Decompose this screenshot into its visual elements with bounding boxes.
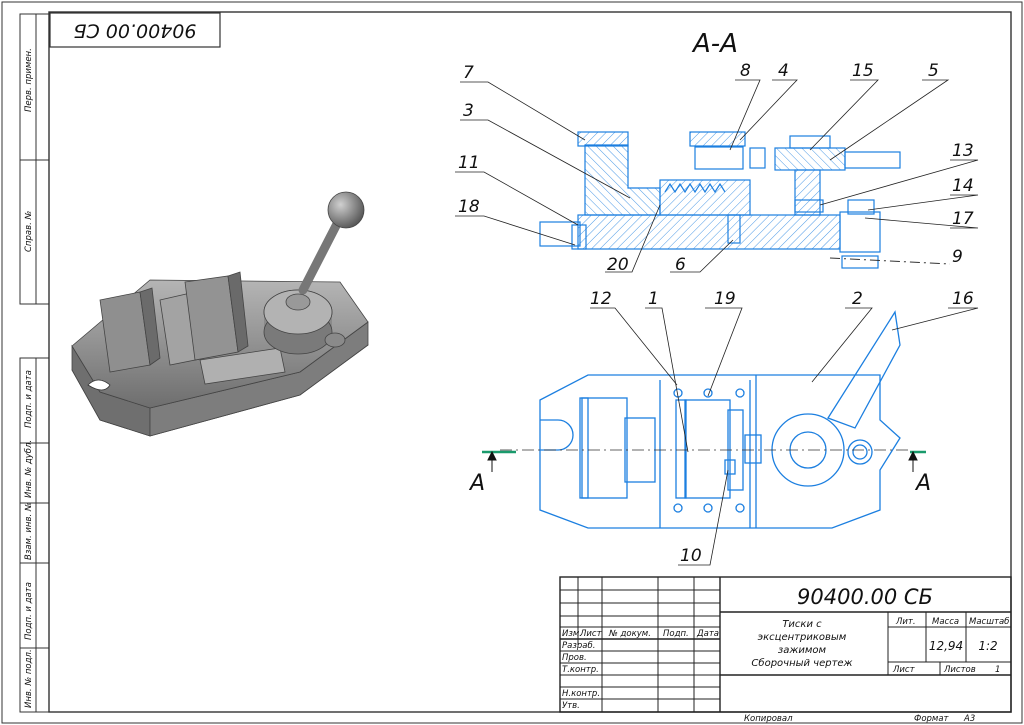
title-block-text: 90400.00 СБ Тиски с эксцентриковым зажим… bbox=[562, 585, 1009, 724]
tb-col-docum: № докум. bbox=[608, 629, 651, 639]
callout-leaders bbox=[455, 79, 979, 566]
tb-role-razrab: Разраб. bbox=[562, 641, 595, 651]
side-stamp-4: Инв. № дубл. bbox=[24, 440, 34, 498]
tb-copied: Копировал bbox=[744, 714, 793, 724]
side-stamp-column bbox=[19, 13, 50, 713]
callout-11: 11 bbox=[458, 153, 480, 173]
section-mark-left: А bbox=[468, 471, 485, 496]
tb-scale-label: Масштаб bbox=[969, 617, 1009, 627]
tb-sheet-label: Лист bbox=[892, 665, 916, 675]
callout-8: 8 bbox=[740, 61, 751, 81]
callout-2: 2 bbox=[852, 289, 863, 309]
tb-col-izm: Изм. bbox=[562, 629, 582, 639]
tb-col-list: Лист bbox=[579, 629, 603, 639]
tb-scale-value: 1:2 bbox=[978, 639, 997, 653]
callout-19: 19 bbox=[714, 289, 736, 309]
tb-role-prov: Пров. bbox=[562, 653, 587, 663]
title-block-grid bbox=[559, 576, 1012, 713]
tb-mass-value: 12,94 bbox=[929, 639, 963, 653]
tb-role-utv: Утв. bbox=[562, 701, 580, 711]
callout-10: 10 bbox=[680, 546, 702, 566]
side-stamp-1: Перв. примен. bbox=[24, 48, 34, 112]
tb-col-podp: Подп. bbox=[663, 629, 689, 639]
tb-role-nkontr: Н.контр. bbox=[562, 689, 600, 699]
top-stamp-text: 90400.00 СБ bbox=[74, 20, 197, 42]
section-view bbox=[539, 131, 901, 269]
callout-6: 6 bbox=[675, 255, 686, 275]
tb-name-1: Тиски с bbox=[782, 619, 822, 630]
tb-name-4: Сборочный чертеж bbox=[751, 657, 852, 669]
tb-designation: 90400.00 СБ bbox=[797, 585, 933, 609]
side-stamp-2: Справ. № bbox=[24, 210, 34, 252]
callout-4: 4 bbox=[778, 61, 789, 81]
callout-3: 3 bbox=[463, 101, 474, 121]
section-axis bbox=[829, 257, 951, 265]
plan-view bbox=[539, 310, 901, 529]
tb-name-3: зажимом bbox=[778, 645, 827, 656]
callout-1: 1 bbox=[648, 289, 659, 309]
section-mark-right: А bbox=[914, 471, 931, 496]
callout-7: 7 bbox=[463, 63, 474, 83]
side-stamp-5: Взам. инв. № bbox=[24, 502, 34, 560]
tb-col-data: Дата bbox=[696, 629, 719, 639]
tb-sheets-label: Листов bbox=[943, 665, 976, 675]
callout-17: 17 bbox=[952, 209, 974, 229]
tb-lit-label: Лит. bbox=[895, 617, 916, 627]
callout-16: 16 bbox=[952, 289, 974, 309]
callout-13: 13 bbox=[952, 141, 974, 161]
side-stamp-7: Инв. № подл. bbox=[24, 649, 34, 708]
tb-role-tkontr: Т.контр. bbox=[562, 665, 599, 675]
side-stamp-6: Подп. и дата bbox=[24, 582, 34, 640]
side-stamp-labels: Перв. примен. Справ. № Подп. и дата Инв.… bbox=[24, 48, 34, 708]
callout-15: 15 bbox=[852, 61, 874, 81]
tb-mass-label: Масса bbox=[932, 617, 959, 627]
callout-9: 9 bbox=[952, 247, 963, 267]
callout-20: 20 bbox=[607, 255, 629, 275]
top-stamp-box bbox=[49, 12, 221, 48]
callout-18: 18 bbox=[458, 197, 480, 217]
isometric-model bbox=[71, 191, 369, 437]
callout-numbers: 7 3 11 18 20 6 8 4 15 5 13 14 17 9 12 1 … bbox=[458, 61, 974, 566]
callout-14: 14 bbox=[952, 176, 974, 196]
section-title: А-А bbox=[691, 29, 738, 59]
tb-sheets-value: 1 bbox=[995, 665, 1000, 675]
tb-format-value: А3 bbox=[963, 714, 975, 724]
tb-name-2: эксцентриковым bbox=[758, 632, 847, 643]
section-arrows bbox=[487, 450, 918, 472]
side-stamp-3: Подп. и дата bbox=[24, 370, 34, 428]
tb-format-label: Формат bbox=[914, 714, 950, 724]
callout-5: 5 bbox=[928, 61, 939, 81]
callout-12: 12 bbox=[590, 289, 612, 309]
